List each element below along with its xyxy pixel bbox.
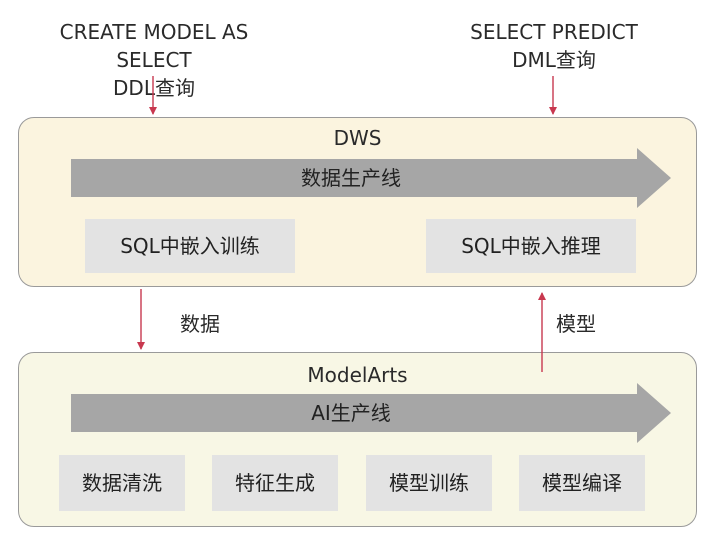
data-pipeline-arrow-shape bbox=[71, 148, 671, 208]
dml-query-line2: DML查询 bbox=[512, 48, 596, 72]
ddl-query-label: CREATE MODEL AS SELECT DDL查询 bbox=[20, 18, 288, 102]
data-flow-label: 数据 bbox=[180, 312, 220, 336]
model-flow-label: 模型 bbox=[556, 312, 596, 336]
ai-pipeline-arrow: AI生产线 bbox=[71, 383, 671, 443]
feature-generation-box: 特征生成 bbox=[212, 455, 338, 511]
dws-title: DWS bbox=[333, 126, 382, 150]
data-cleaning-box: 数据清洗 bbox=[59, 455, 185, 511]
model-training-box: 模型训练 bbox=[366, 455, 492, 511]
data-pipeline-label: 数据生产线 bbox=[301, 166, 401, 190]
modelarts-panel: ModelArts AI生产线 数据清洗 特征生成 模型训练 模型编译 bbox=[18, 352, 697, 527]
sql-embedded-training-box: SQL中嵌入训练 bbox=[85, 219, 295, 273]
dml-query-label: SELECT PREDICT DML查询 bbox=[440, 18, 668, 74]
model-compile-box: 模型编译 bbox=[519, 455, 645, 511]
ai-pipeline-arrow-shape bbox=[71, 383, 671, 443]
dml-query-line1: SELECT PREDICT bbox=[470, 20, 638, 44]
ddl-query-line2: DDL查询 bbox=[113, 76, 195, 100]
ddl-query-line1: CREATE MODEL AS SELECT bbox=[59, 20, 249, 72]
data-pipeline-arrow: 数据生产线 bbox=[71, 148, 671, 208]
dws-panel: DWS 数据生产线 SQL中嵌入训练 SQL中嵌入推理 bbox=[18, 117, 697, 287]
ai-pipeline-label: AI生产线 bbox=[311, 401, 391, 425]
sql-embedded-inference-box: SQL中嵌入推理 bbox=[426, 219, 636, 273]
modelarts-title: ModelArts bbox=[307, 363, 408, 387]
